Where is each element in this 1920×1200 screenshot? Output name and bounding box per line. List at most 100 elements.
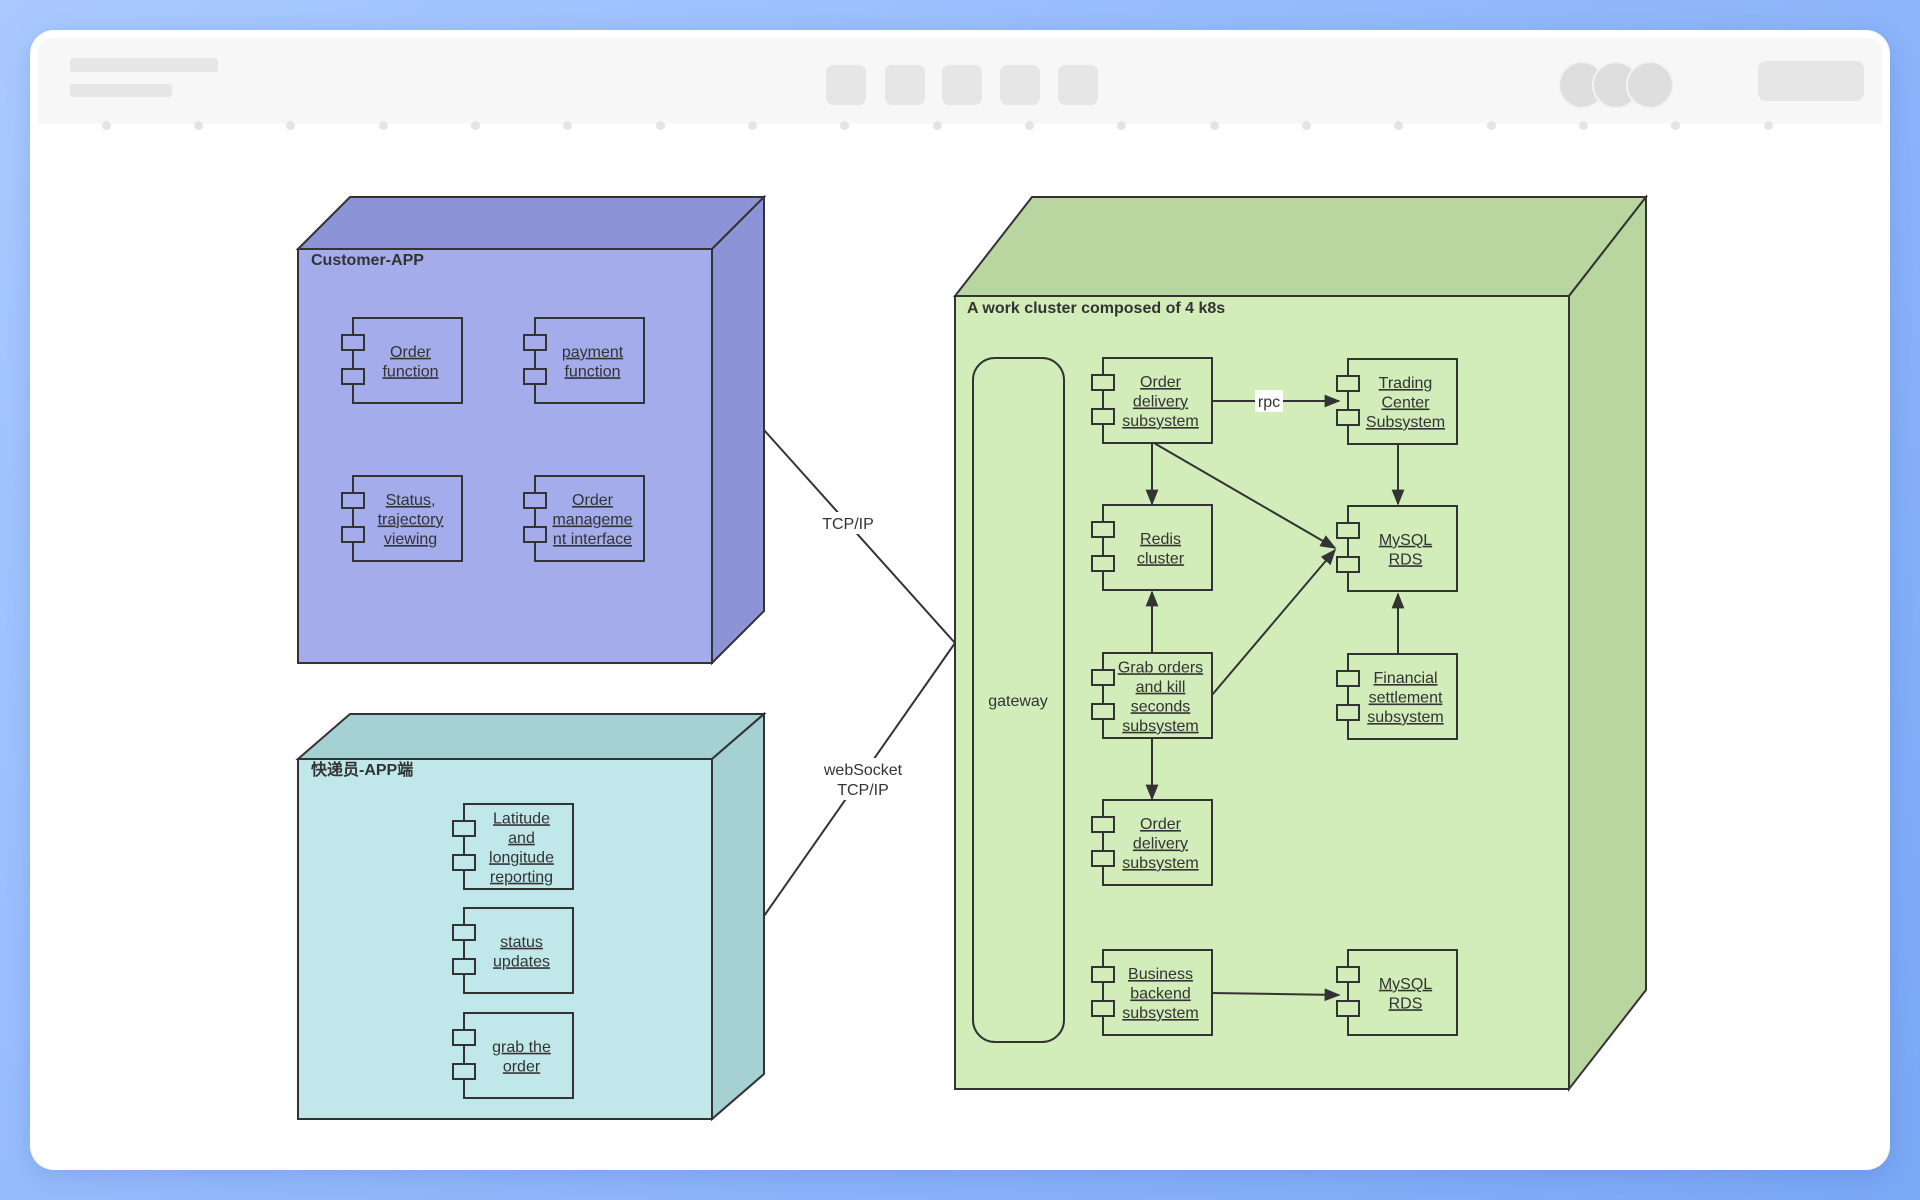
component-port-icon <box>1091 816 1115 833</box>
component-port-icon <box>523 526 547 543</box>
customer-connector-label: TCP/IP <box>822 516 874 533</box>
component-label: function <box>564 363 620 380</box>
internal-dependencies: rpc <box>1145 390 1405 1002</box>
toolbar-button-2[interactable] <box>885 65 925 105</box>
ruler-marker <box>1117 121 1126 130</box>
component-label: Business <box>1128 966 1193 983</box>
customer-to-cluster-connector[interactable] <box>763 429 956 644</box>
component-label: MySQL <box>1379 532 1432 549</box>
ruler-marker <box>286 121 295 130</box>
components-layer: OrderfunctionpaymentfunctionStatus,traje… <box>341 317 1458 1099</box>
gateway[interactable]: gateway <box>972 357 1065 1043</box>
courier-node-side <box>711 711 765 1122</box>
component-port-icon <box>452 958 476 975</box>
courier-node-title: 快递员-APP端 <box>311 760 413 779</box>
component-box <box>463 803 574 890</box>
component-label: subsystem <box>1122 855 1198 872</box>
courier-connector-label-line1: webSocket <box>823 762 903 779</box>
component-label: delivery <box>1133 836 1188 853</box>
ruler-marker <box>102 121 111 130</box>
component-label: order <box>503 1058 541 1075</box>
toolbar-button-1[interactable] <box>826 65 866 105</box>
component-port-icon <box>341 368 365 385</box>
component-box <box>534 475 645 562</box>
toolbar-button-5[interactable] <box>1058 65 1098 105</box>
component-port-icon <box>341 334 365 351</box>
customer-node-title: Customer-APP <box>311 252 424 269</box>
ruler-marker <box>1579 121 1588 130</box>
component-port-icon <box>1091 703 1115 720</box>
rpc-label: rpc <box>1258 394 1280 411</box>
component-box <box>1347 358 1458 445</box>
ruler-marker <box>1025 121 1034 130</box>
ruler-marker <box>840 121 849 130</box>
share-button[interactable] <box>1758 61 1864 101</box>
component-box <box>463 1012 574 1099</box>
component-port-icon <box>1091 521 1115 538</box>
customer-app-node[interactable]: Customer-APP <box>295 194 767 666</box>
component-label: function <box>382 363 438 380</box>
component-port-icon <box>452 854 476 871</box>
document-subtitle-placeholder <box>70 84 172 97</box>
backend-to-mysql-arrow[interactable] <box>1211 988 1341 1002</box>
ruler-marker <box>1302 121 1311 130</box>
toolbar-button-3[interactable] <box>942 65 982 105</box>
avatar[interactable] <box>1626 61 1674 109</box>
component-label: viewing <box>384 531 437 548</box>
component-port-icon <box>1091 669 1115 686</box>
rpc-label-bg <box>1255 390 1283 412</box>
ruler-marker <box>656 121 665 130</box>
component-label: subsystem <box>1122 1005 1198 1022</box>
component-port-icon <box>1336 704 1360 721</box>
component-order-delivery-subsystem-2[interactable]: Order delivery subsystem <box>1091 799 1213 886</box>
component-label: MySQL <box>1379 976 1432 993</box>
component-box <box>352 317 463 404</box>
component-box <box>1102 652 1213 739</box>
component-label: subsystem <box>1122 413 1198 430</box>
ruler-marker <box>563 121 572 130</box>
component-box <box>1347 949 1458 1036</box>
component-order-delivery-subsystem[interactable]: Order delivery subsystem <box>1091 357 1213 444</box>
ruler-marker <box>471 121 480 130</box>
component-port-icon <box>1336 670 1360 687</box>
component-label: Financial <box>1373 670 1437 687</box>
component-port-icon <box>1336 556 1360 573</box>
component-label: Grab orders <box>1118 659 1203 676</box>
component-box <box>352 475 463 562</box>
customer-node-top <box>295 196 767 250</box>
component-port-icon <box>1336 966 1360 983</box>
toolbar-button-4[interactable] <box>1000 65 1040 105</box>
component-label: RDS <box>1389 995 1423 1012</box>
order-to-mysql-arrow[interactable] <box>1153 442 1337 549</box>
component-mysql-rds-2[interactable]: MySQL RDS <box>1336 949 1458 1036</box>
tcp-label-bg <box>818 512 878 534</box>
component-label: Order <box>1140 374 1182 391</box>
ruler-marker <box>194 121 203 130</box>
component-label: delivery <box>1133 394 1188 411</box>
component-port-icon <box>452 924 476 941</box>
component-label: Order <box>1140 816 1182 833</box>
component-port-icon <box>452 820 476 837</box>
customer-node-front <box>297 248 713 664</box>
ruler-marker <box>933 121 942 130</box>
component-port-icon <box>523 368 547 385</box>
courier-node-top <box>295 713 767 760</box>
grab-to-mysql-arrow[interactable] <box>1211 548 1337 696</box>
component-port-icon <box>1091 374 1115 391</box>
ruler-marker <box>379 121 388 130</box>
component-port-icon <box>1336 409 1360 426</box>
